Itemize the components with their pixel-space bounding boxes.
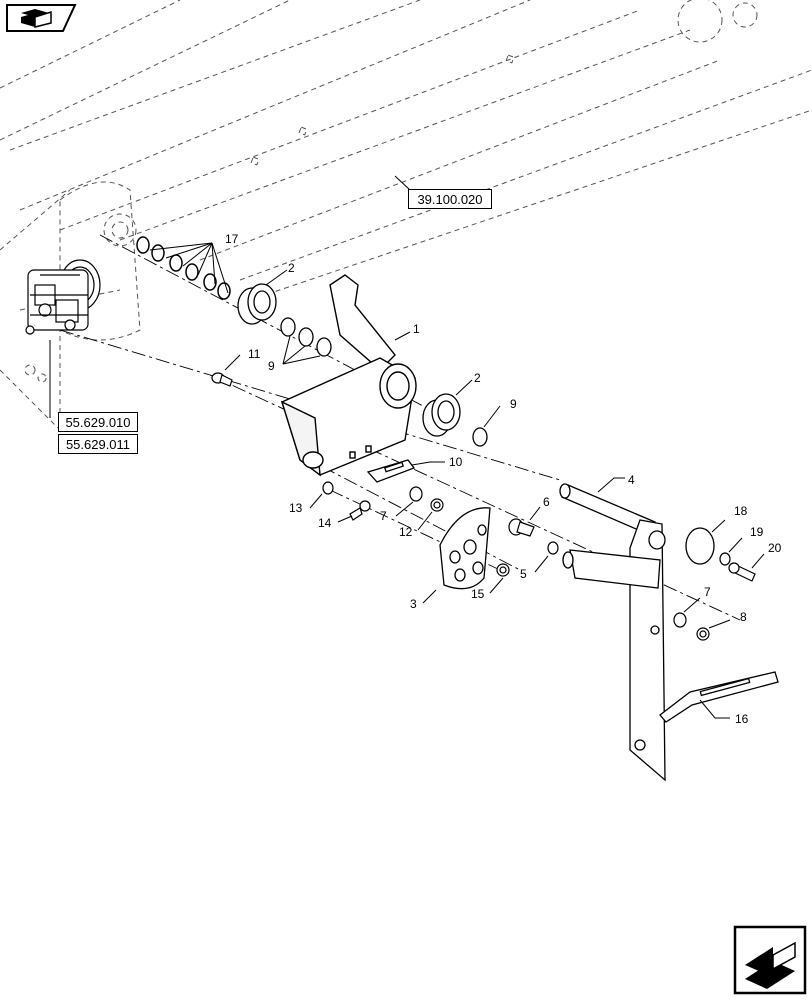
part-3-plate bbox=[439, 507, 491, 590]
callout-10: 10 bbox=[449, 455, 463, 469]
callout-13: 13 bbox=[289, 501, 303, 515]
part-7-washer-lower bbox=[673, 612, 687, 628]
callout-11: 11 bbox=[248, 347, 261, 361]
part-11-bolt bbox=[211, 372, 233, 387]
callout-5: 5 bbox=[520, 567, 527, 581]
callout-6: 6 bbox=[543, 495, 550, 509]
back-to-parent-icon bbox=[6, 4, 77, 32]
callout-8: 8 bbox=[740, 610, 747, 624]
callout-15: 15 bbox=[471, 587, 485, 601]
part-17-leaders bbox=[149, 242, 229, 294]
reference-leaders bbox=[49, 175, 411, 418]
reference-link-39-100-020[interactable]: 39.100.020 bbox=[408, 189, 492, 209]
gearbox-assembly bbox=[25, 259, 101, 335]
part-5-washer bbox=[547, 541, 559, 555]
part-15-nut bbox=[496, 563, 510, 577]
part-4-shaft bbox=[559, 483, 666, 782]
part-16-slotted-bar bbox=[659, 671, 779, 723]
reference-link-55-629-011[interactable]: 55.629.011 bbox=[58, 434, 138, 454]
part-14-bolt bbox=[349, 500, 371, 521]
callout-16: 16 bbox=[735, 712, 749, 726]
callout-12: 12 bbox=[399, 525, 413, 539]
part-2-bearing-upper bbox=[237, 283, 277, 325]
part-1-housing bbox=[280, 274, 417, 477]
callout-19: 19 bbox=[750, 525, 764, 539]
callout-2b: 2 bbox=[474, 371, 481, 385]
next-page-arrow-icon bbox=[733, 925, 807, 995]
part-10-bracket bbox=[366, 459, 416, 483]
next-page-button[interactable] bbox=[733, 925, 807, 995]
callout-18: 18 bbox=[734, 504, 748, 518]
callout-7a: 7 bbox=[380, 509, 387, 523]
callout-9b: 9 bbox=[510, 397, 517, 411]
part-8-nut bbox=[696, 627, 710, 641]
callout-4: 4 bbox=[628, 473, 635, 487]
reference-link-55-629-010[interactable]: 55.629.010 bbox=[58, 412, 138, 432]
callout-14: 14 bbox=[318, 516, 332, 530]
callout-3: 3 bbox=[410, 597, 417, 611]
callout-9a: 9 bbox=[268, 359, 275, 373]
callout-2a: 2 bbox=[288, 261, 295, 275]
callout-17: 17 bbox=[225, 232, 239, 246]
part-13-washer bbox=[322, 481, 334, 495]
callout-7b: 7 bbox=[704, 585, 711, 599]
back-nav-button[interactable] bbox=[5, 3, 77, 33]
part-9-rings-upper bbox=[280, 317, 332, 357]
part-19-washer bbox=[719, 552, 731, 566]
lever-arm bbox=[562, 549, 661, 589]
part-2-bearing-lower bbox=[422, 393, 461, 437]
callout-labels: 1 2 2 3 4 5 6 7 7 8 9 9 10 11 12 13 14 1… bbox=[225, 232, 782, 726]
part-20-bolt bbox=[728, 562, 756, 582]
header-frame bbox=[0, 0, 812, 431]
part-7-washer-upper bbox=[409, 486, 423, 502]
callout-20: 20 bbox=[768, 541, 782, 555]
part-9-ring-lower bbox=[472, 427, 488, 447]
part-12-nut bbox=[430, 498, 444, 512]
part-6-pin bbox=[508, 518, 535, 537]
part-18-disc bbox=[685, 527, 715, 565]
callout-1: 1 bbox=[413, 322, 420, 336]
